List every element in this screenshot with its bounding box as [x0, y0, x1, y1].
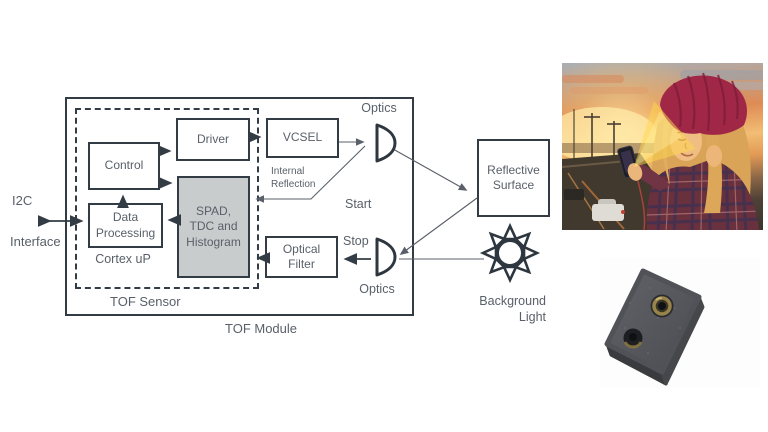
hair-strand-right — [702, 121, 722, 213]
internal-reflection-line2: Reflection — [271, 178, 316, 190]
phone-light-beam-core — [634, 111, 682, 167]
internal-reflection-label: Internal Reflection — [271, 166, 315, 191]
reflective-surface-block: Reflective Surface — [477, 139, 550, 217]
smile — [680, 152, 694, 157]
interface-label: Interface — [10, 234, 61, 249]
car-white — [592, 204, 624, 221]
i2c-label: I2C — [12, 193, 33, 208]
earphone-cord — [637, 180, 646, 230]
phone-light-beam — [634, 101, 696, 167]
optical-filter-label-line2: Filter — [288, 257, 315, 271]
background-light-line1: Background — [479, 294, 546, 308]
background-light-line2: Light — [518, 309, 546, 324]
driver-block: Driver — [176, 118, 250, 161]
reflective-surface-label-line1: Reflective — [487, 162, 540, 177]
city-skyline — [562, 143, 662, 153]
optical-filter-block: Optical Filter — [265, 236, 338, 278]
sensor-chip-art — [604, 268, 705, 386]
hand-at-hair — [706, 145, 722, 167]
optics-bottom-label: Optics — [359, 282, 395, 296]
lifestyle-photo — [562, 63, 763, 230]
reflective-surface-label-line2: Surface — [492, 178, 535, 192]
lifestyle-photo-art — [562, 70, 763, 230]
cloud-shape — [562, 75, 624, 83]
vcsel-block: VCSEL — [266, 118, 339, 158]
optics-top-label: Optics — [361, 101, 397, 115]
car-dark — [564, 189, 584, 200]
cloud-shape — [570, 87, 648, 94]
car-taillight — [621, 210, 625, 214]
sun-icon — [481, 222, 539, 282]
internal-reflection-line1: Internal — [271, 166, 305, 177]
chip-lens-aperture — [650, 294, 674, 318]
data-processing-block: Data Processing — [88, 203, 163, 248]
data-processing-label-line1: Data — [112, 210, 139, 225]
sensor-chip-photo — [600, 258, 760, 388]
optical-filter-label-line1: Optical — [282, 241, 321, 256]
stop-label: Stop — [343, 234, 369, 248]
tof-module-label: TOF Module — [225, 321, 298, 336]
beanie-knit-lines — [672, 72, 739, 132]
driver-label: Driver — [197, 131, 229, 146]
chip-detector-aperture — [623, 328, 643, 349]
spad-label-line1: SPAD, — [195, 203, 232, 218]
data-processing-label-line2: Processing — [95, 225, 156, 240]
control-label: Control — [104, 158, 144, 173]
hand — [627, 163, 643, 181]
tof-sensor-label: TOF Sensor — [110, 294, 181, 309]
cortex-up-label: Cortex uP — [95, 252, 151, 266]
vcsel-label: VCSEL — [282, 130, 323, 145]
spad-label-line3: Histogram — [186, 234, 241, 249]
start-label: Start — [345, 197, 372, 211]
spad-label-line2: TDC and — [189, 219, 238, 234]
background-light-label: Background Light — [464, 294, 546, 325]
spad-tdc-histogram-block: SPAD, TDC and Histogram — [177, 176, 250, 278]
control-block: Control — [88, 142, 160, 190]
